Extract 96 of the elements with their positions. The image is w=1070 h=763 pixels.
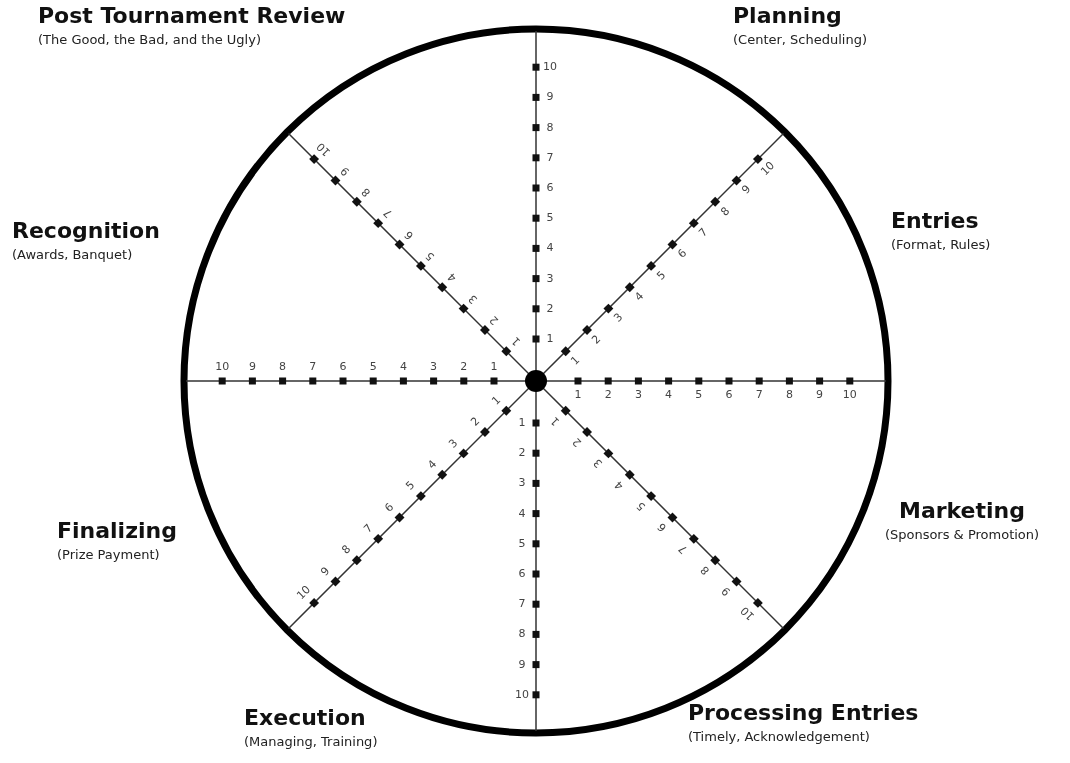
scale-number: 2 <box>460 361 468 373</box>
scale-number: 3 <box>611 311 625 326</box>
scale-number: 9 <box>318 564 333 579</box>
scale-number: 8 <box>546 121 554 134</box>
scale-number: 1 <box>518 417 526 429</box>
scale-number: 7 <box>546 151 554 164</box>
scale-number: 4 <box>425 458 440 472</box>
scale-number: 10 <box>515 688 529 701</box>
scale-number: 2 <box>590 333 604 347</box>
scale-number: 10 <box>295 583 314 603</box>
category-subtitle: (Awards, Banquet) <box>12 247 133 262</box>
scale-number: 8 <box>279 361 287 373</box>
scale-number: 6 <box>402 227 417 242</box>
scale-number: 9 <box>816 389 824 401</box>
scale-number: 1 <box>568 354 583 368</box>
scale-number: 7 <box>381 206 395 220</box>
scale-number: 6 <box>546 182 554 194</box>
scale-number: 1 <box>546 333 554 345</box>
scale-number: 3 <box>546 272 554 285</box>
category-title: Planning <box>733 3 842 28</box>
scale-number: 7 <box>677 542 691 556</box>
category-subtitle: (Center, Scheduling) <box>733 32 867 47</box>
category-title: Finalizing <box>57 518 177 543</box>
scale-number: 1 <box>574 389 582 401</box>
scale-number: 2 <box>570 435 584 449</box>
scale-number: 3 <box>466 291 481 306</box>
scale-number: 8 <box>340 543 354 557</box>
category-title: Marketing <box>899 498 1025 523</box>
scale-number: 6 <box>725 389 733 401</box>
category-subtitle: (Prize Payment) <box>57 547 160 562</box>
scale-number: 9 <box>546 91 554 104</box>
scale-number: 1 <box>549 413 563 428</box>
scale-number: 2 <box>518 447 526 460</box>
scale-number: 5 <box>695 389 703 401</box>
scale-number: 1 <box>509 334 523 349</box>
scale-number: 5 <box>369 361 377 373</box>
scale-number: 7 <box>361 522 375 536</box>
scale-number: 9 <box>518 658 526 671</box>
scale-number: 3 <box>634 389 642 401</box>
scale-number: 5 <box>634 499 648 513</box>
scale-number: 8 <box>718 205 732 219</box>
scale-number: 5 <box>654 269 668 283</box>
scale-number: 8 <box>785 389 793 401</box>
category-subtitle: (Timely, Acknowledgement) <box>688 729 870 744</box>
scale-number: 8 <box>698 563 712 577</box>
scale-number: 5 <box>518 537 526 550</box>
scale-number: 4 <box>399 361 407 373</box>
category-subtitle: (Managing, Training) <box>244 734 378 749</box>
category-title: Post Tournament Review <box>38 3 346 28</box>
scale-number: 10 <box>842 389 857 401</box>
category-subtitle: (The Good, the Bad, and the Ugly) <box>38 32 261 47</box>
scale-number: 4 <box>613 477 627 492</box>
scale-number: 2 <box>546 302 554 315</box>
category-subtitle: (Sponsors & Promotion) <box>884 527 1040 542</box>
scale-number: 10 <box>314 140 334 159</box>
scale-number: 1 <box>490 361 498 373</box>
category-title: Processing Entries <box>688 700 919 725</box>
scale-number: 8 <box>360 185 374 199</box>
scale-number: 7 <box>518 598 526 611</box>
category-title: Execution <box>244 705 366 730</box>
scale-number: 7 <box>755 389 763 401</box>
scale-number: 10 <box>215 361 230 373</box>
scale-number: 6 <box>675 247 690 262</box>
scale-number: 10 <box>543 61 557 74</box>
category-title: Recognition <box>12 218 160 243</box>
scale-number: 6 <box>518 568 526 580</box>
scale-number: 5 <box>404 479 418 493</box>
category-subtitle: (Format, Rules) <box>891 237 991 252</box>
scale-number: 8 <box>518 628 526 641</box>
category-title: Entries <box>891 208 979 233</box>
scale-number: 3 <box>430 361 438 373</box>
scale-number: 4 <box>665 389 673 401</box>
scale-number: 9 <box>739 183 754 198</box>
scale-number: 6 <box>339 361 347 373</box>
scale-number: 1 <box>489 394 504 408</box>
scale-number: 9 <box>338 163 353 178</box>
scale-number: 5 <box>546 212 554 225</box>
scale-number: 10 <box>758 159 777 179</box>
scale-number: 6 <box>382 500 397 515</box>
scale-number: 3 <box>518 477 526 490</box>
scale-number: 2 <box>604 389 612 401</box>
scale-number: 6 <box>655 520 670 535</box>
scale-number: 4 <box>632 290 647 304</box>
scale-number: 9 <box>719 584 734 599</box>
scale-number: 9 <box>248 361 256 373</box>
scale-number: 7 <box>697 226 711 240</box>
scale-number: 4 <box>518 507 526 520</box>
scale-number: 4 <box>445 270 459 285</box>
scale-number: 5 <box>424 249 438 263</box>
scale-number: 10 <box>738 603 758 622</box>
scale-number: 2 <box>488 313 502 327</box>
scale-number: 4 <box>546 242 554 255</box>
scale-number: 3 <box>591 456 606 470</box>
scale-number: 2 <box>468 415 482 429</box>
scale-number: 7 <box>309 361 317 373</box>
scale-number: 3 <box>446 436 461 451</box>
